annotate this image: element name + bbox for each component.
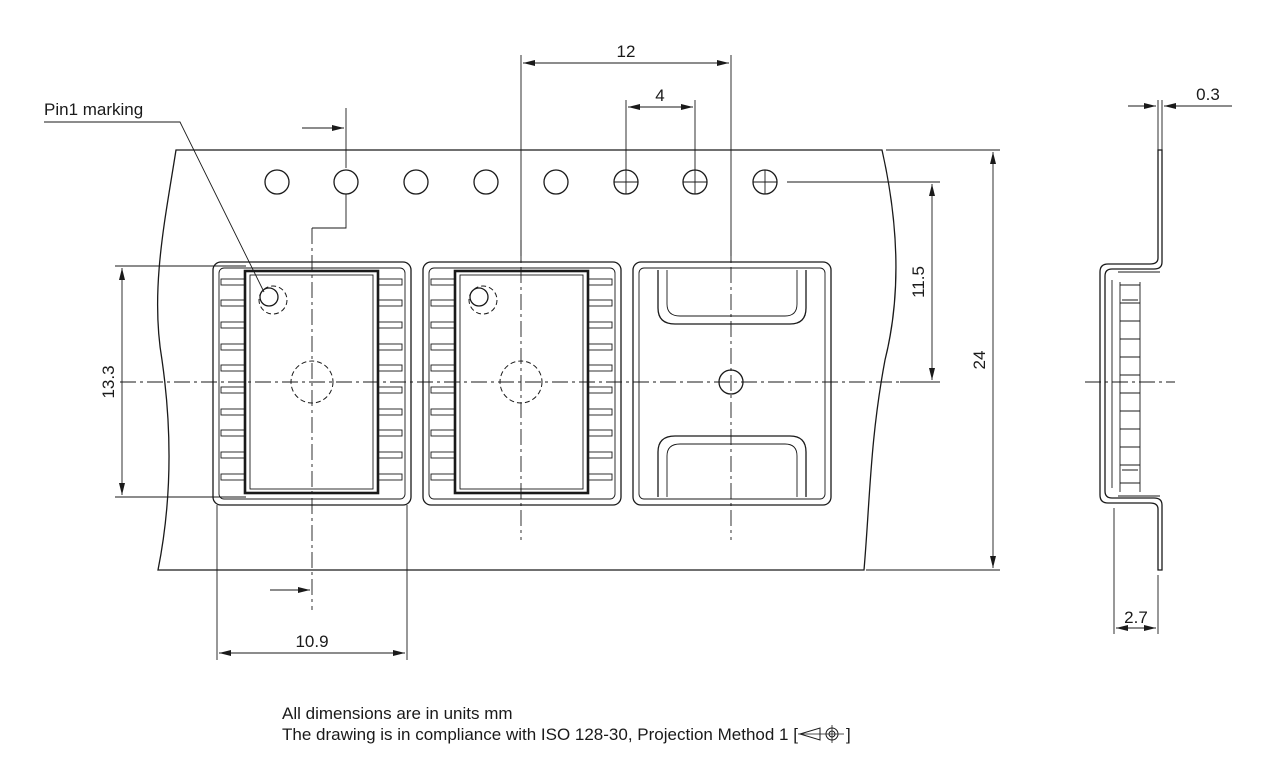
sprocket-hole (473, 169, 499, 195)
dim-cavity-width-value: 10.9 (295, 632, 328, 651)
dim-thickness-value: 0.3 (1196, 85, 1220, 104)
centerlines (120, 228, 900, 610)
component-leads-left (220, 278, 246, 481)
dim-thickness: 0.3 (1128, 85, 1232, 150)
dim-cavity-width: 10.9 (216, 505, 408, 660)
component-leads-right (587, 278, 613, 481)
dim-hole-to-center: 11.5 (787, 181, 940, 383)
dim-cavity-length-value: 13.3 (99, 365, 118, 398)
dim-cavity-depth: 2.7 (1113, 508, 1159, 634)
pin1-marking-callout: Pin1 marking (44, 100, 265, 293)
iso-note: The drawing is in compliance with ISO 12… (282, 724, 851, 745)
sprocket-hole (543, 169, 569, 195)
sprocket-holes (264, 169, 778, 195)
dim-tape-width: 24 (866, 149, 1000, 571)
dim-hole-pitch: 4 (625, 86, 696, 170)
iso-note-text: The drawing is in compliance with ISO 12… (282, 725, 798, 744)
units-note: All dimensions are in units mm (282, 704, 513, 723)
sprocket-hole (333, 169, 359, 195)
component-leads-left (430, 278, 456, 481)
side-view (1085, 149, 1175, 571)
tape-outline (156, 149, 897, 571)
component-leads-right (377, 278, 403, 481)
sprocket-hole (403, 169, 429, 195)
index-reference (270, 108, 347, 593)
pin1-marking-label: Pin1 marking (44, 100, 143, 119)
dim-hole-to-center-value: 11.5 (909, 266, 928, 298)
hole-crosshair (614, 170, 777, 194)
pocket-2 (422, 261, 622, 506)
dim-hole-pitch-value: 4 (655, 86, 664, 105)
pocket-3-empty (632, 261, 832, 506)
dim-cavity-length: 13.3 (99, 265, 246, 498)
dim-tape-width-value: 24 (970, 351, 989, 370)
dim-pitch: 12 (520, 42, 732, 262)
sprocket-hole (264, 169, 290, 195)
iso-note-close: ] (845, 725, 851, 744)
dim-cavity-depth-value: 2.7 (1124, 608, 1148, 627)
pin1-dot-icon (259, 287, 279, 307)
pin1-dot-icon (469, 287, 489, 307)
first-angle-projection-icon (797, 725, 844, 743)
dim-pitch-value: 12 (617, 42, 636, 61)
